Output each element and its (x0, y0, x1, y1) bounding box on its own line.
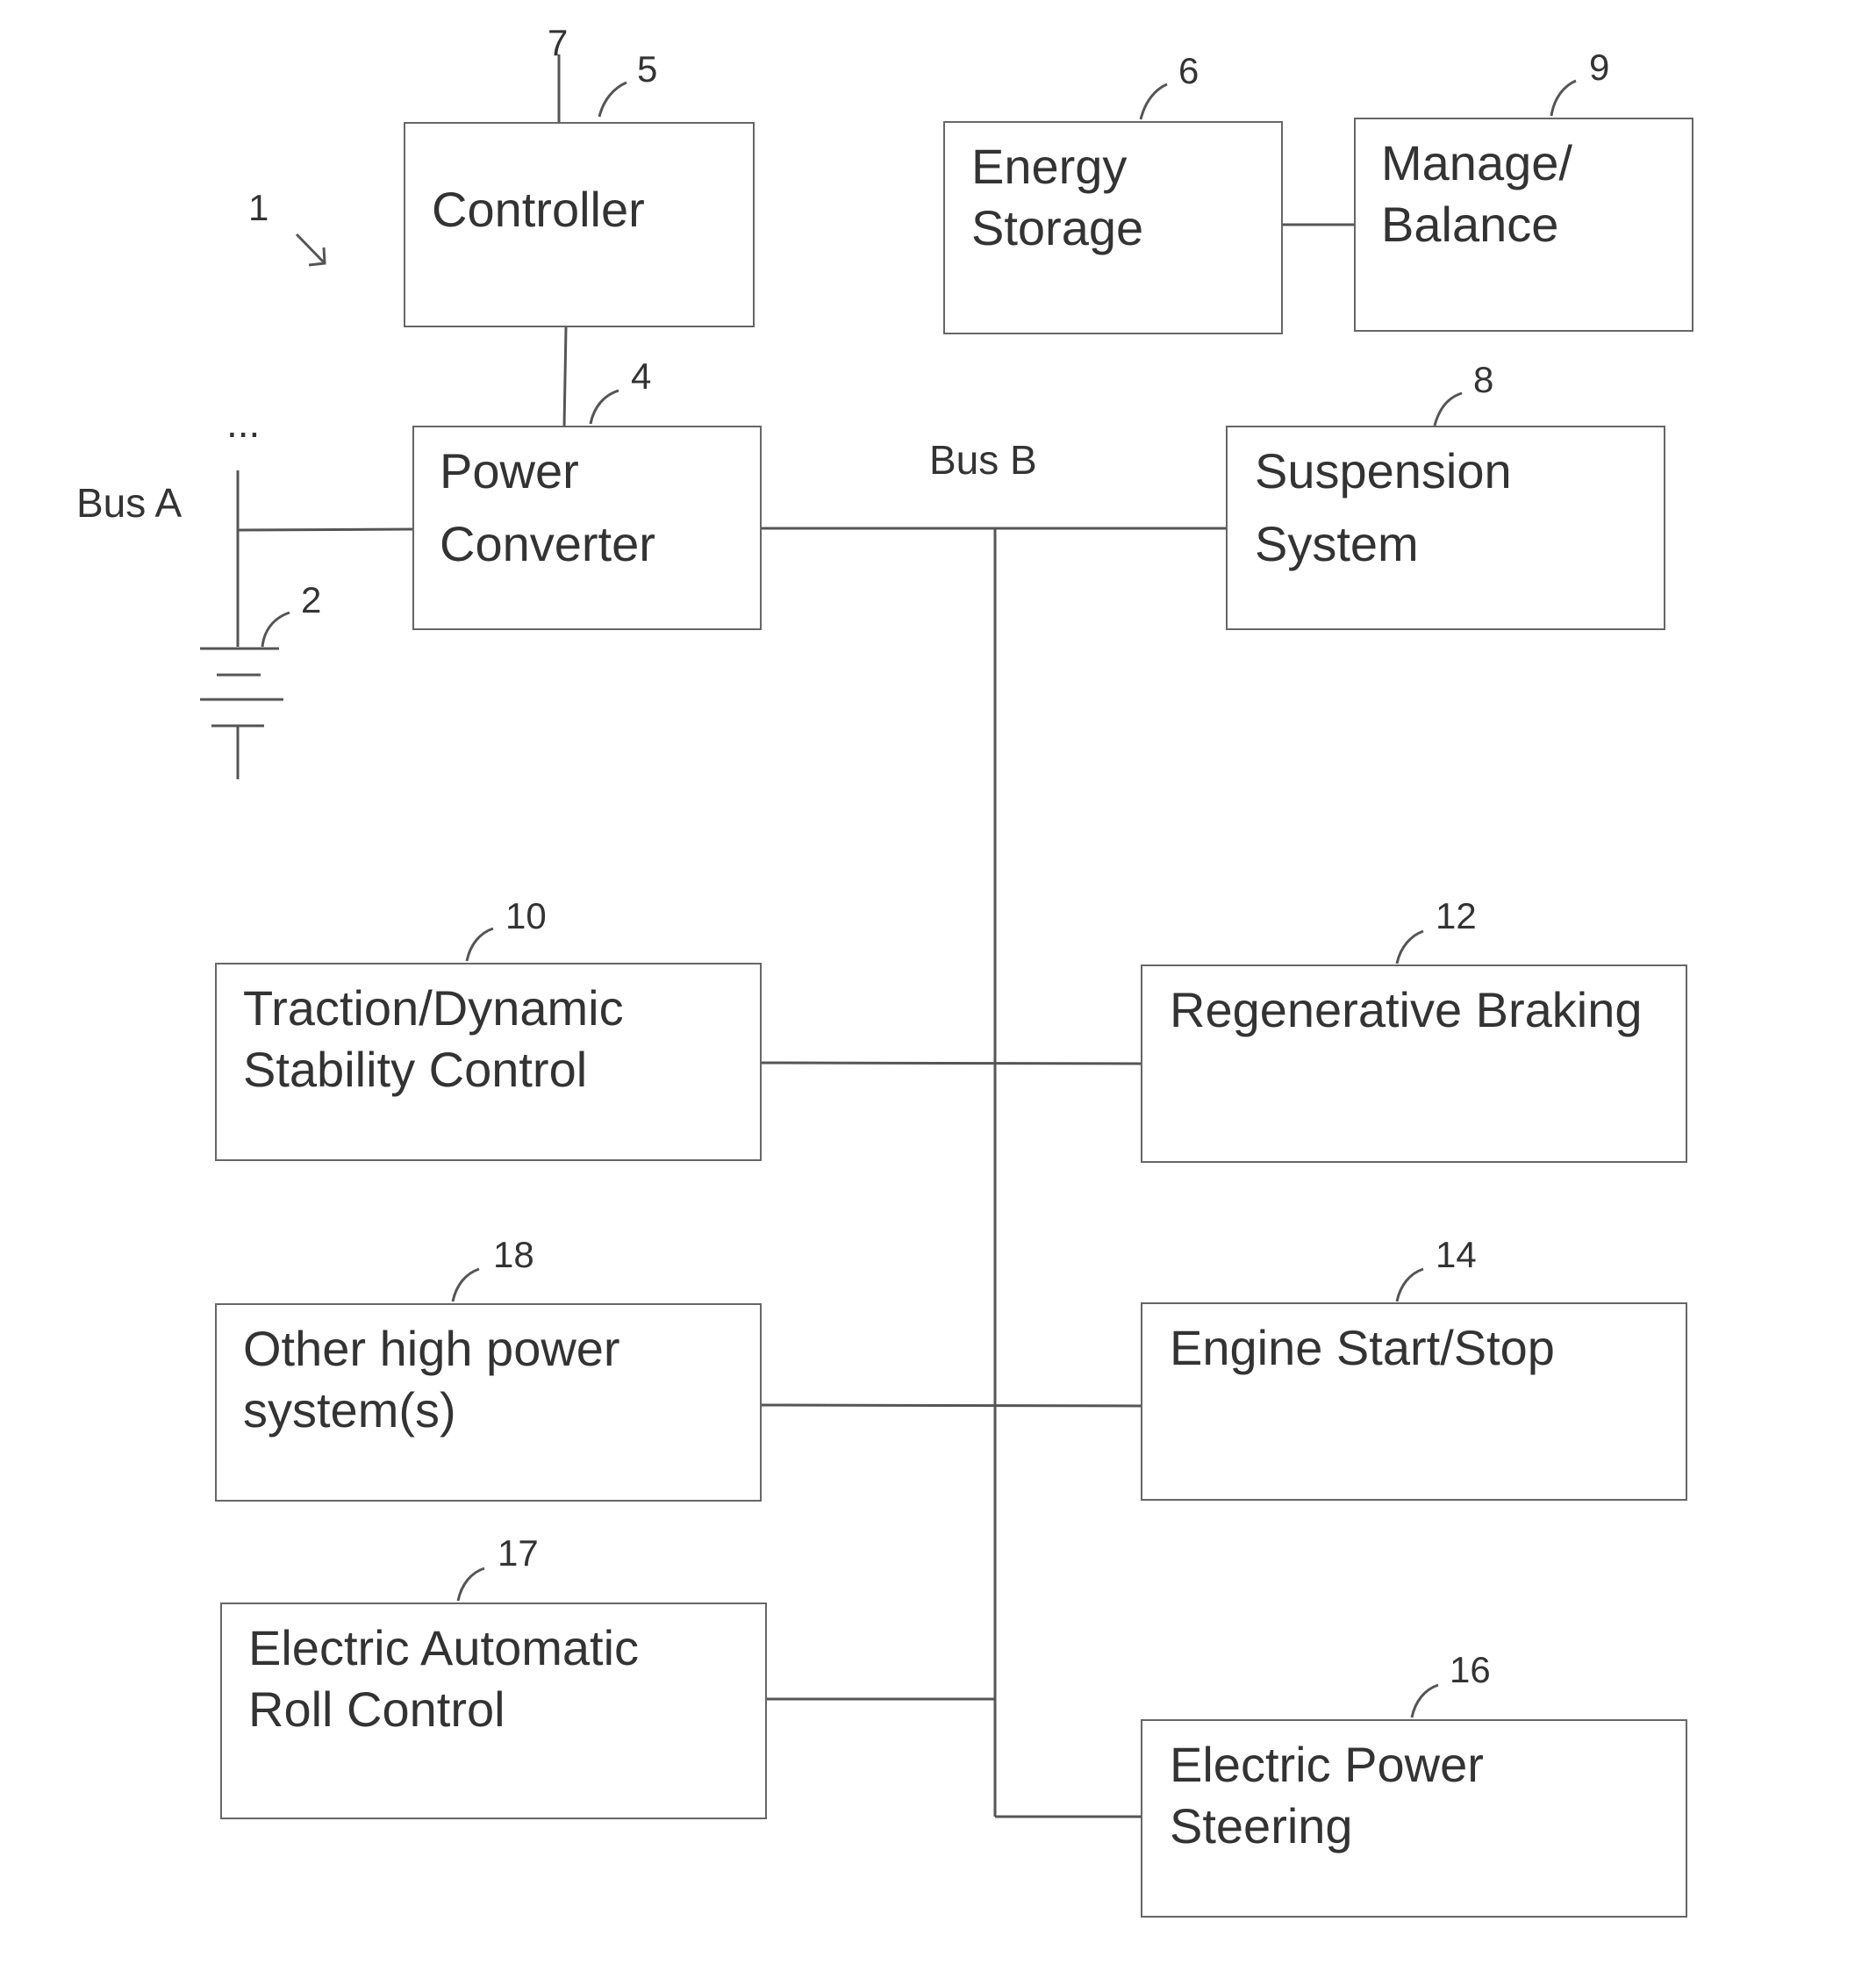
ref-leader-8 (1435, 393, 1462, 426)
battery-symbol (200, 649, 283, 779)
power-converter-reference: 4 (631, 355, 651, 398)
system-reference: 1 (248, 187, 269, 229)
ref-leader-10 (467, 929, 493, 961)
traction-control-label-line2: Stability Control (243, 1039, 587, 1101)
roll-control-label-line1: Electric Automatic (248, 1617, 639, 1679)
bus-a-ellipsis: ... (226, 399, 260, 447)
ref-leader-14 (1397, 1269, 1423, 1301)
controller-reference: 5 (637, 48, 657, 90)
energy-storage-label-line1: Energy (971, 136, 1127, 197)
ref-leader-18 (453, 1269, 479, 1301)
engine-start-stop-label: Engine Start/Stop (1170, 1317, 1555, 1379)
manage-balance-reference: 9 (1589, 47, 1609, 89)
power-steering-label-line2: Steering (1170, 1796, 1353, 1857)
power-converter-label-line1: Power (440, 441, 579, 502)
bus-a-converter-link (238, 529, 412, 530)
roll-control-label-line2: Roll Control (248, 1679, 505, 1740)
bus-a-label: Bus A (76, 479, 182, 527)
system-arrow (297, 234, 325, 265)
controller-label: Controller (432, 179, 645, 240)
suspension-system-reference: 8 (1473, 359, 1493, 401)
regenerative-braking-reference: 12 (1436, 895, 1477, 937)
power-steering-label-line1: Electric Power (1170, 1734, 1484, 1796)
power-steering-reference: 16 (1450, 1649, 1491, 1691)
engine-start-stop-reference: 14 (1436, 1234, 1477, 1276)
roll-control-reference: 17 (498, 1532, 539, 1574)
controller-converter-link (564, 327, 566, 427)
suspension-system-label-line2: System (1255, 513, 1419, 575)
ref-leader-16 (1412, 1685, 1438, 1717)
ref-leader-4 (591, 391, 619, 424)
controller-input-reference: 7 (548, 22, 568, 64)
regenerative-braking-label: Regenerative Braking (1170, 979, 1643, 1041)
ref-leader-9 (1551, 81, 1576, 116)
battery-reference: 2 (301, 579, 321, 621)
manage-balance-label-line2: Balance (1381, 194, 1558, 255)
manage-balance-label-line1: Manage/ (1381, 133, 1572, 194)
energy-storage-reference: 6 (1178, 50, 1199, 92)
ref-leader-17 (458, 1568, 484, 1601)
other-high-power-reference: 18 (493, 1234, 534, 1276)
traction-control-label-line1: Traction/Dynamic (243, 978, 624, 1039)
other-high-power-label-line1: Other high power (243, 1318, 620, 1380)
energy-storage-label-line2: Storage (971, 197, 1143, 259)
ref-leader-6 (1141, 84, 1167, 119)
traction-control-reference: 10 (505, 895, 547, 937)
ref-leader-2 (262, 613, 290, 647)
other-engine-branch (761, 1405, 1141, 1406)
ref-leader-5 (599, 82, 627, 117)
suspension-system-label-line1: Suspension (1255, 441, 1512, 502)
power-converter-label-line2: Converter (440, 513, 655, 575)
bus-b-label: Bus B (929, 436, 1037, 484)
traction-regen-branch (761, 1063, 1141, 1064)
ref-leader-12 (1397, 931, 1423, 964)
other-high-power-label-line2: system(s) (243, 1380, 456, 1441)
